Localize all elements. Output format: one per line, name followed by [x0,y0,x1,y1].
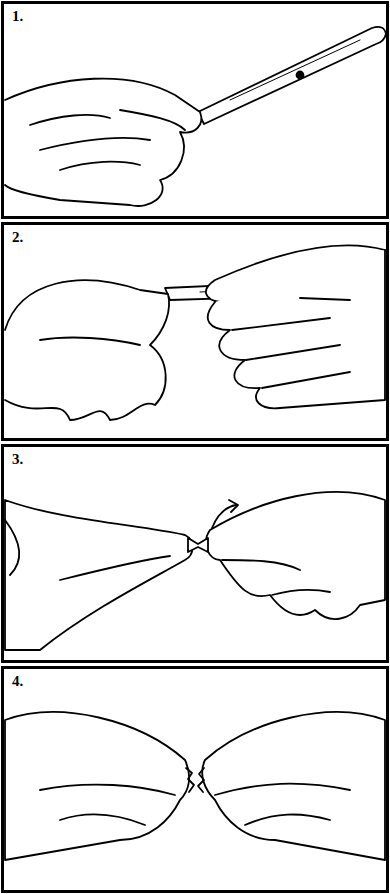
step-panel: 3. [1,444,389,663]
step-number: 4. [10,673,25,690]
step-panel: 2. [1,222,389,441]
step-number: 3. [10,451,25,468]
step-number: 1. [10,8,25,25]
step-panel: 1. [1,1,389,219]
step-panel: 4. [1,666,389,893]
step-number: 2. [10,229,25,246]
